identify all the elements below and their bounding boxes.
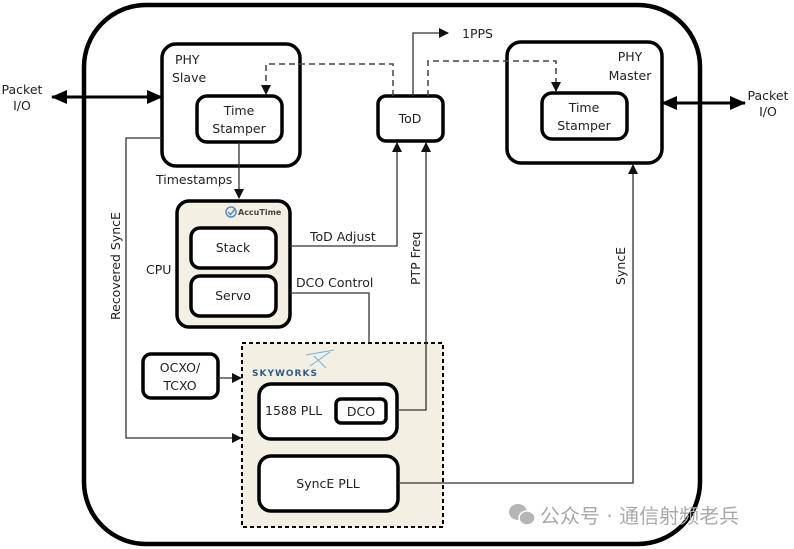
packet-io-left-line1: Packet <box>2 82 43 97</box>
stack-block <box>189 226 278 270</box>
synce-pll-label: SyncE PLL <box>296 476 360 491</box>
accutime-logo: AccuTime <box>225 206 282 218</box>
tod-label: ToD <box>398 111 422 126</box>
ptp-freq-arrow <box>397 142 431 411</box>
oscillator-line2: TCXO <box>162 378 196 393</box>
phy-slave-block: PHY Slave Time Stamper <box>160 42 302 168</box>
phy-master-ts-line2: Stamper <box>557 118 611 133</box>
phy-master-ts-line1: Time <box>568 100 600 115</box>
pps-label: 1PPS <box>462 26 493 41</box>
watermark-text: 公众号 · 通信射频老兵 <box>540 504 739 528</box>
oscillator-line1: OCXO/ <box>160 360 201 375</box>
packet-io-left-line2: I/O <box>13 98 31 113</box>
cpu-label: CPU <box>146 262 171 277</box>
phy-slave-line1: PHY <box>175 52 200 67</box>
system-boundary <box>81 2 703 547</box>
phy-master-block: PHY Master Time Stamper <box>505 40 664 165</box>
dco-control-label: DCO Control <box>296 275 373 290</box>
skyworks-star-icon <box>305 349 335 369</box>
oscillator-block: OCXO/ TCXO <box>141 352 220 400</box>
pll-1588-label: 1588 PLL <box>265 403 322 418</box>
phy-master-time-stamper <box>540 91 629 141</box>
phy-master-line2: Master <box>609 68 653 83</box>
dco-label: DCO <box>347 404 375 419</box>
timestamps-label: Timestamps <box>155 172 232 187</box>
tod-block: ToD <box>376 94 445 143</box>
packet-io-right-line1: Packet <box>748 88 789 103</box>
phy-slave-ts-line2: Stamper <box>212 121 266 136</box>
tod-adjust-arrow <box>290 142 402 247</box>
servo-block <box>189 274 278 318</box>
tod-to-slave-stamper-dashed <box>261 63 394 96</box>
servo-label: Servo <box>215 288 251 303</box>
packet-io-right: Packet I/O <box>748 88 789 119</box>
accutime-check-icon <box>225 206 237 218</box>
synce-label: SyncE <box>613 247 628 285</box>
cpu-block: AccuTime Stack Servo <box>175 199 292 329</box>
ptp-freq-label: PTP Freq <box>408 232 423 285</box>
skyworks-logo: SKYWORKS <box>252 349 335 379</box>
recovered-synce-label: Recovered SyncE <box>108 212 123 320</box>
skyworks-block: SKYWORKS 1588 PLL DCO SyncE PLL <box>241 342 444 528</box>
watermark: 公众号 · 通信射频老兵 <box>509 504 739 528</box>
accutime-label: AccuTime <box>238 208 282 217</box>
dco-block <box>334 397 388 425</box>
phy-slave-line2: Slave <box>172 70 206 85</box>
synce-arrow <box>398 164 638 484</box>
skyworks-label: SKYWORKS <box>252 369 318 379</box>
recovered-synce-arrow <box>125 137 242 443</box>
tod-adjust-label: ToD Adjust <box>309 229 376 244</box>
pps-arrow <box>412 28 449 96</box>
packet-io-left: Packet I/O <box>2 82 43 113</box>
phy-slave-ts-line1: Time <box>223 103 255 118</box>
wechat-icon <box>509 504 536 526</box>
packet-io-right-line2: I/O <box>759 104 777 119</box>
stack-label: Stack <box>216 240 251 255</box>
phy-master-line1: PHY <box>618 49 643 64</box>
